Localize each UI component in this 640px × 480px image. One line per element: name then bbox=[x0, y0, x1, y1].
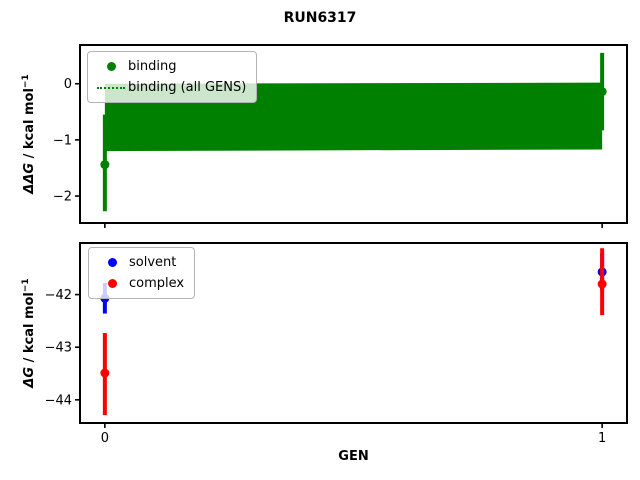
top-ytick-label: 0 bbox=[64, 77, 72, 92]
complex-marker-icon bbox=[95, 279, 129, 288]
dotted-line-icon bbox=[94, 86, 128, 89]
legend-entry-complex: complex bbox=[95, 273, 184, 294]
figure-title: RUN6317 bbox=[283, 10, 357, 26]
y-axis-label-bottom: ΔG / kcal mol−1 bbox=[21, 278, 37, 387]
legend-label-complex: complex bbox=[129, 276, 185, 291]
legend-entry-binding-all-gens: binding (all GENS) bbox=[94, 77, 246, 98]
bottom-ytick-label: −42 bbox=[45, 288, 72, 303]
y-axis-label-bottom-math: ΔG bbox=[22, 366, 38, 388]
y-axis-label-bottom-sup: −1 bbox=[20, 278, 31, 293]
bottom-ytick-label: −43 bbox=[45, 341, 72, 356]
point-complex-gen0 bbox=[100, 368, 110, 378]
bottom-ytick-label: −44 bbox=[45, 393, 72, 408]
solvent-marker-icon bbox=[95, 258, 129, 267]
top-axes-frame bbox=[79, 44, 628, 224]
y-axis-label-top-units: / kcal mol bbox=[22, 88, 38, 163]
bottom-xtick-label: 0 bbox=[101, 431, 109, 446]
legend-label-solvent: solvent bbox=[129, 255, 177, 270]
legend-label-binding-all-gens: binding (all GENS) bbox=[128, 80, 247, 95]
top-ytick-label: −2 bbox=[53, 190, 72, 205]
y-axis-label-top: ΔΔG / kcal mol−1 bbox=[21, 74, 37, 193]
legend-bottom: solvent complex bbox=[88, 247, 196, 299]
top-ytick-label: −1 bbox=[53, 133, 72, 148]
legend-label-binding: binding bbox=[128, 59, 177, 74]
bottom-axes-frame bbox=[79, 242, 628, 424]
legend-entry-solvent: solvent bbox=[95, 252, 184, 273]
point-binding-gen1 bbox=[597, 87, 607, 97]
y-axis-label-top-math: ΔΔG bbox=[22, 162, 38, 194]
y-axis-label-bottom-units: / kcal mol bbox=[22, 292, 38, 367]
bottom-xtick-label: 1 bbox=[598, 431, 606, 446]
x-axis-label: GEN bbox=[338, 449, 369, 464]
legend-top: binding binding (all GENS) bbox=[87, 51, 258, 103]
y-axis-label-top-sup: −1 bbox=[20, 74, 31, 89]
point-complex-gen1 bbox=[597, 279, 607, 289]
binding-marker-icon bbox=[94, 62, 128, 71]
legend-entry-binding: binding bbox=[94, 56, 246, 77]
point-binding-gen0 bbox=[100, 160, 110, 170]
